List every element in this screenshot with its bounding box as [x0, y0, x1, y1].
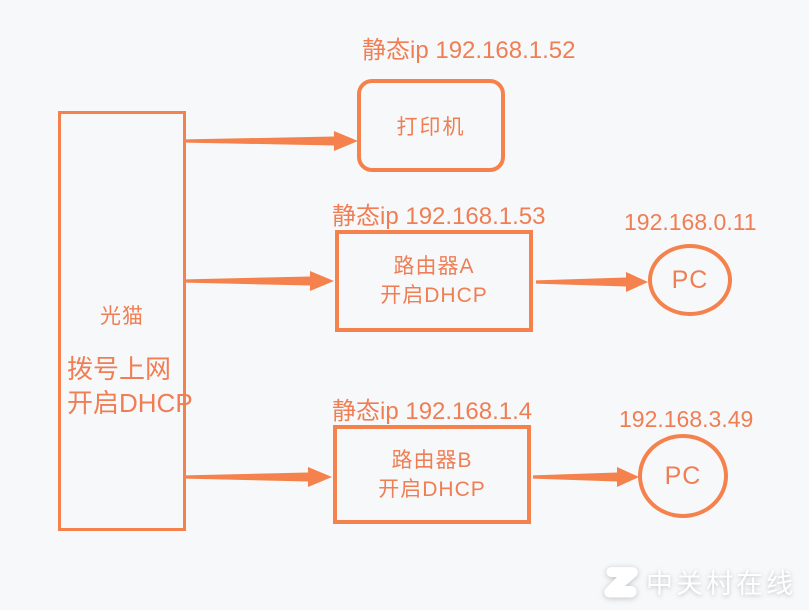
- pc-a-label: PC: [671, 265, 709, 294]
- modem-dhcp-label: 开启DHCP: [67, 388, 193, 418]
- arrow-router-b-to-pc-icon: [533, 463, 639, 491]
- pc-b-node: PC: [638, 434, 728, 518]
- arrow-modem-to-router-b-icon: [186, 463, 332, 491]
- router-a-dhcp-label: 开启DHCP: [380, 284, 488, 307]
- watermark-text: 中关村在线: [646, 569, 796, 599]
- pc-a-node: PC: [648, 244, 732, 316]
- modem-label: 光猫: [100, 305, 144, 328]
- zol-logo-icon: [604, 567, 638, 598]
- printer-ip-label: 静态ip 192.168.1.52: [362, 37, 576, 64]
- pc-b-ip-label: 192.168.3.49: [619, 406, 754, 432]
- arrow-modem-to-router-a-icon: [186, 267, 334, 295]
- router-a-node: 路由器A 开启DHCP: [335, 230, 533, 332]
- modem-mode-label: 拨号上网: [67, 354, 172, 384]
- pc-b-label: PC: [664, 461, 702, 490]
- arrow-modem-to-printer-icon: [186, 127, 358, 155]
- modem-node: 光猫 拨号上网 开启DHCP: [58, 111, 193, 531]
- arrow-router-a-to-pc-icon: [536, 268, 648, 296]
- router-b-node: 路由器B 开启DHCP: [333, 425, 531, 524]
- watermark: 中关村在线: [603, 562, 796, 601]
- router-b-ip-label: 静态ip 192.168.1.4: [332, 398, 533, 425]
- router-b-label: 路由器B: [391, 448, 473, 472]
- router-a-label: 路由器A: [393, 255, 475, 278]
- router-b-dhcp-label: 开启DHCP: [378, 477, 486, 501]
- pc-a-ip-label: 192.168.0.11: [624, 209, 757, 235]
- printer-label: 打印机: [396, 115, 466, 139]
- router-a-ip-label: 静态ip 192.168.1.53: [332, 203, 546, 230]
- printer-node: 打印机: [357, 79, 505, 172]
